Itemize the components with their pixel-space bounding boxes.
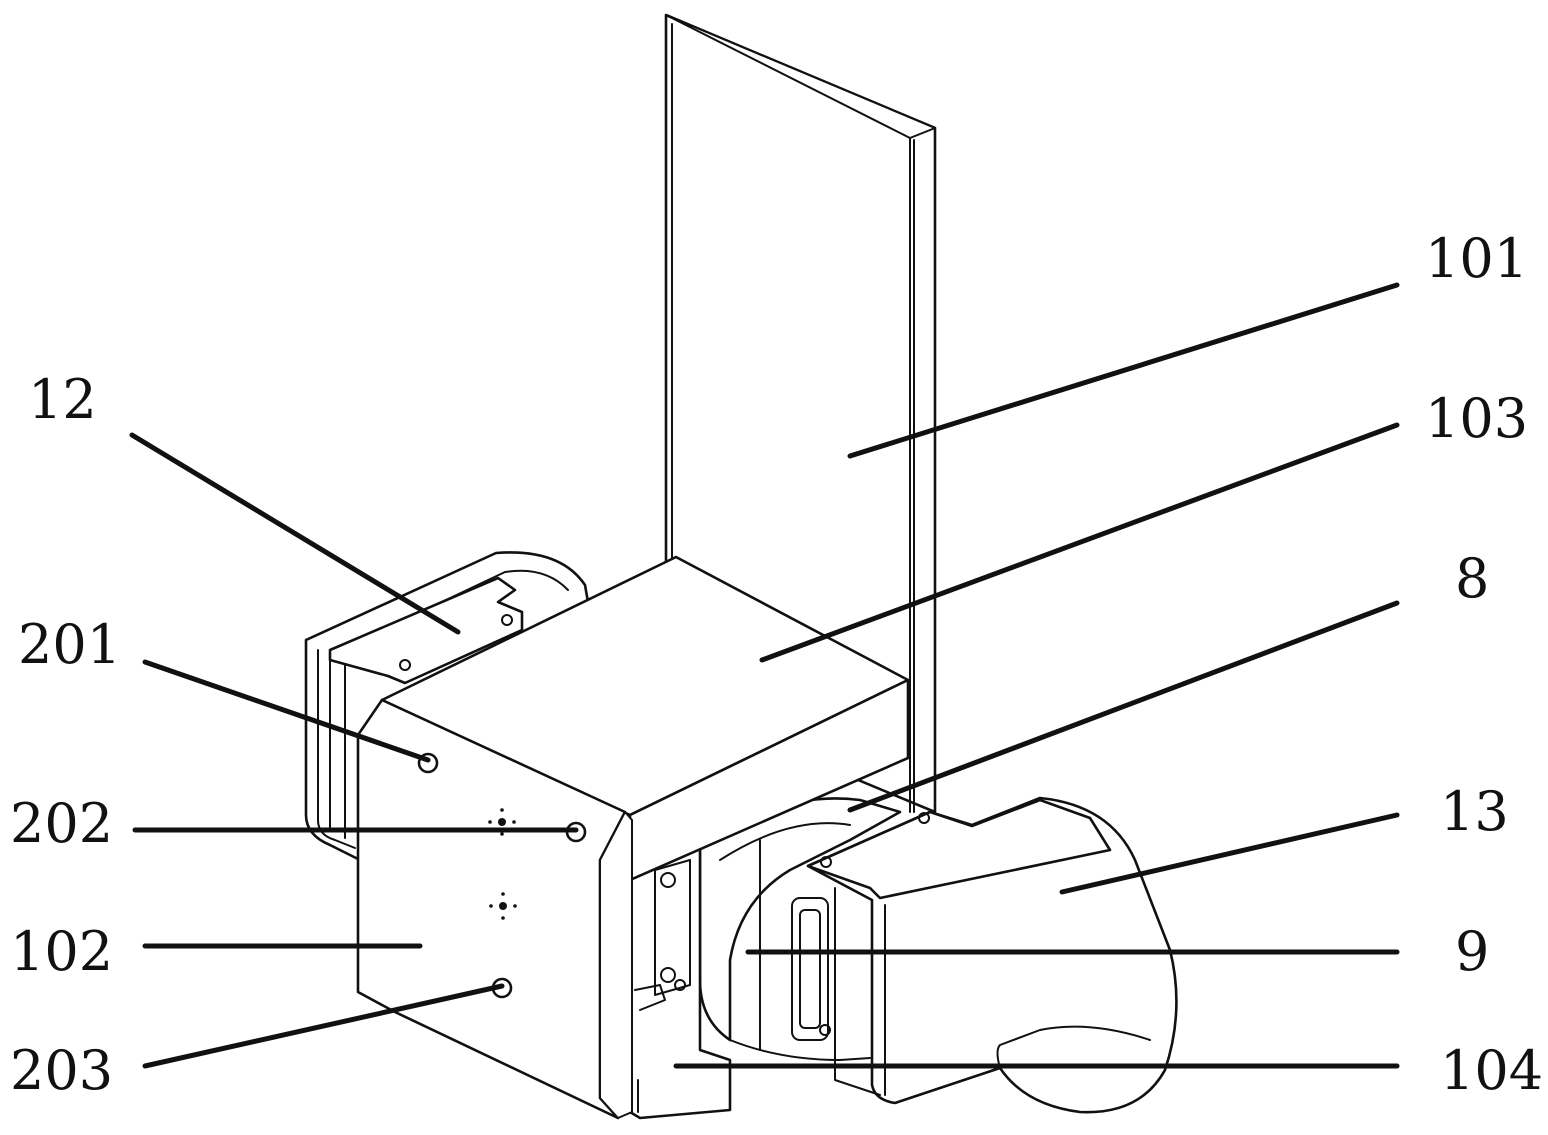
center-mark-lower	[489, 892, 517, 920]
label-203: 203	[10, 1039, 113, 1102]
label-104: 104	[1440, 1039, 1543, 1102]
label-102: 102	[10, 920, 113, 983]
right-motor-housing-13	[806, 796, 1178, 1114]
label-103: 103	[1425, 387, 1528, 450]
hole-201	[417, 752, 439, 774]
label-9: 9	[1455, 920, 1489, 983]
top-cover-103	[380, 555, 910, 882]
leader-12	[129, 432, 461, 635]
label-8: 8	[1455, 547, 1489, 610]
label-13: 13	[1440, 780, 1509, 843]
leader-101	[847, 282, 1400, 459]
label-12: 12	[28, 368, 97, 431]
leader-103	[759, 422, 1400, 663]
label-101: 101	[1425, 227, 1528, 290]
label-201: 201	[18, 613, 121, 676]
leader-201	[142, 659, 431, 763]
leader-lines	[129, 282, 1400, 1069]
leader-13	[1059, 812, 1400, 895]
leader-203	[142, 983, 505, 1069]
front-plate-102	[356, 698, 633, 1120]
label-202: 202	[10, 792, 113, 855]
reference-numerals: 101 103 12 8 201 13 202 102 9 203 104	[10, 227, 1543, 1102]
center-mark-upper	[488, 808, 516, 836]
leader-8	[847, 600, 1400, 813]
